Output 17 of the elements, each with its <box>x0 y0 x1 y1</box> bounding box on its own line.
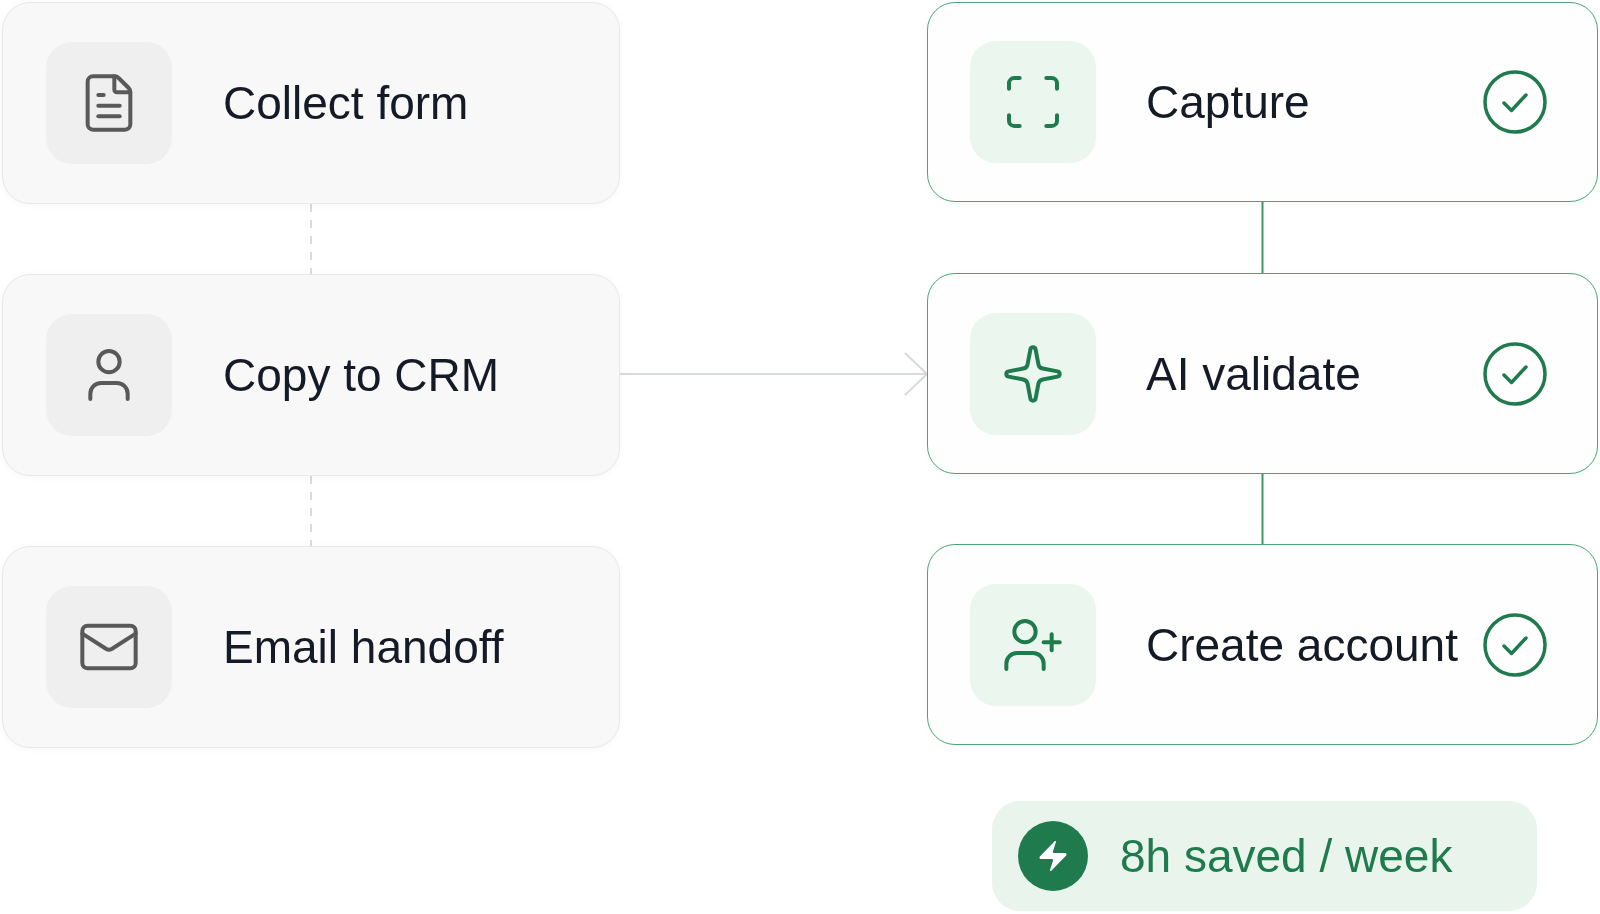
savings-badge <box>992 801 1537 911</box>
step-label: Email handoff <box>223 624 504 670</box>
connector-line <box>1261 473 1264 545</box>
badge-label: 8h saved / week <box>1120 833 1453 879</box>
arrow <box>619 352 928 396</box>
dashed-connector <box>310 475 312 547</box>
step-card <box>2 2 620 204</box>
step-label: AI validate <box>1146 350 1361 397</box>
step-card <box>927 544 1598 745</box>
step-card <box>927 273 1598 474</box>
step-card <box>927 2 1598 202</box>
step-label: Create account <box>1146 621 1458 668</box>
step-label: Collect form <box>223 80 469 126</box>
connector-line <box>1261 201 1264 274</box>
step-card <box>2 546 620 748</box>
step-card <box>2 274 620 476</box>
dashed-connector <box>310 203 312 275</box>
